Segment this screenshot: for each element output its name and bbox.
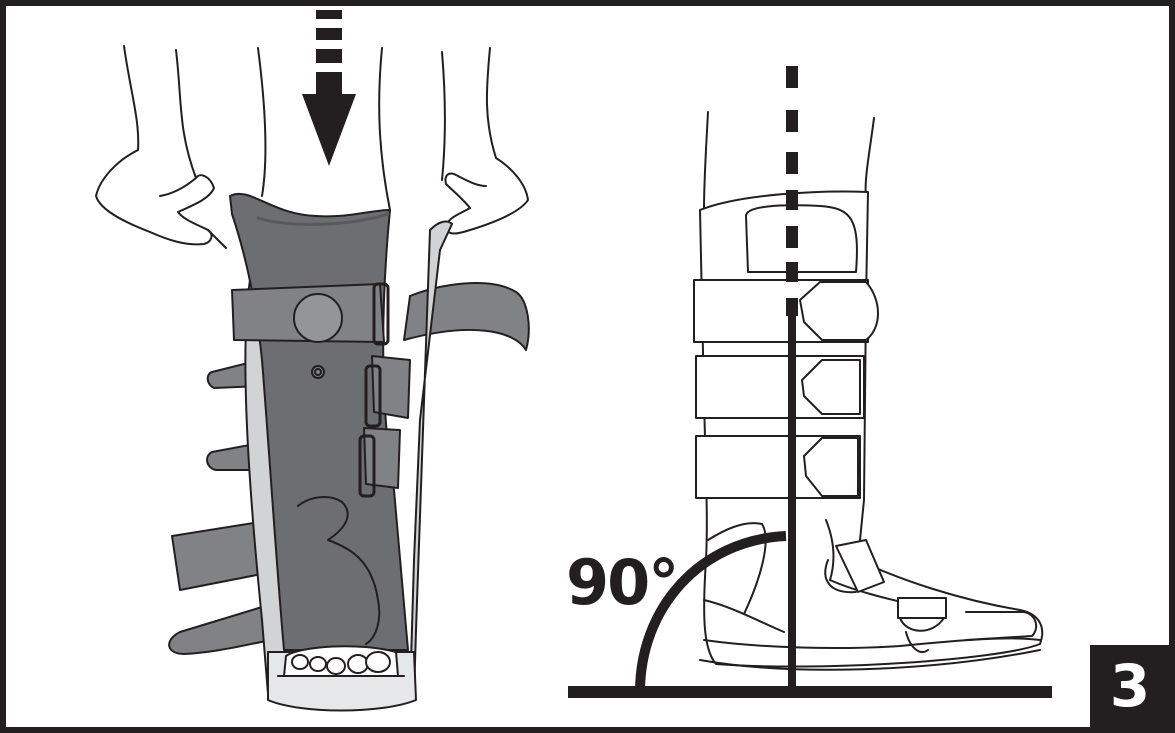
calf-outline <box>864 117 875 197</box>
front-view-boot-illustration <box>95 10 530 712</box>
strap-buckles <box>358 355 411 498</box>
arms-outline <box>123 45 497 181</box>
angle-label-90-degrees: 90° <box>566 546 679 619</box>
strap-top <box>231 282 390 346</box>
down-arrow-icon <box>302 10 356 166</box>
angle-guides <box>568 316 1052 698</box>
left-hand <box>95 149 227 249</box>
side-boot-shell <box>699 190 1044 671</box>
side-view-boot-illustration <box>568 66 1052 698</box>
side-straps <box>693 279 879 499</box>
step-number-badge: 3 <box>1090 645 1170 727</box>
strap-right-flap <box>403 282 530 351</box>
side-buckles <box>824 539 947 653</box>
vertical-dashed-line <box>786 66 798 316</box>
boot-shell <box>229 192 453 712</box>
toes <box>283 645 399 677</box>
leg-outline <box>257 47 391 211</box>
shin-outline <box>703 111 709 211</box>
